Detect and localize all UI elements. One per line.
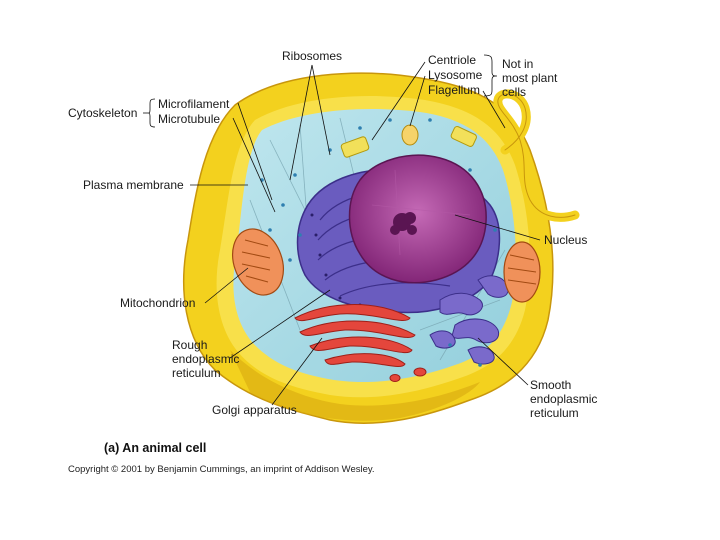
copyright-notice: Copyright © 2001 by Benjamin Cummings, a… [68, 464, 375, 475]
label-not-in-plant-3: cells [502, 85, 526, 99]
smooth-er [429, 275, 509, 365]
label-plasma-membrane: Plasma membrane [83, 178, 184, 192]
label-not-in-plant-1: Not in [502, 57, 533, 71]
ribosomes [260, 118, 497, 367]
label-microtubule: Microtubule [158, 112, 220, 126]
label-golgi: Golgi apparatus [212, 403, 297, 417]
mitochondrion-right [503, 241, 541, 303]
label-ribosomes: Ribosomes [282, 49, 342, 63]
label-flagellum: Flagellum [428, 83, 480, 97]
label-smooth-er-3: reticulum [530, 406, 579, 420]
mitochondrion-left [232, 228, 284, 296]
nucleus [348, 154, 487, 284]
leader-lines [143, 54, 541, 406]
nucleolus [390, 212, 417, 235]
label-centriole: Centriole [428, 53, 476, 67]
label-rough-er-3: reticulum [172, 366, 221, 380]
label-smooth-er-2: endoplasmic [530, 392, 597, 406]
figure-caption: (a) An animal cell [104, 441, 206, 455]
label-cytoskeleton: Cytoskeleton [68, 106, 137, 120]
labels: Ribosomes Centriole Lysosome Flagellum N… [68, 49, 597, 420]
golgi-apparatus [294, 304, 427, 382]
label-mitochondrion: Mitochondrion [120, 296, 195, 310]
label-rough-er-2: endoplasmic [172, 352, 239, 366]
label-nucleus: Nucleus [544, 233, 587, 247]
label-smooth-er-1: Smooth [530, 378, 571, 392]
label-lysosome: Lysosome [428, 68, 483, 82]
label-rough-er-1: Rough [172, 338, 207, 352]
label-microfilament: Microfilament [158, 97, 230, 111]
lysosome [401, 124, 419, 146]
label-not-in-plant-2: most plant [502, 71, 558, 85]
centriole [340, 125, 477, 158]
